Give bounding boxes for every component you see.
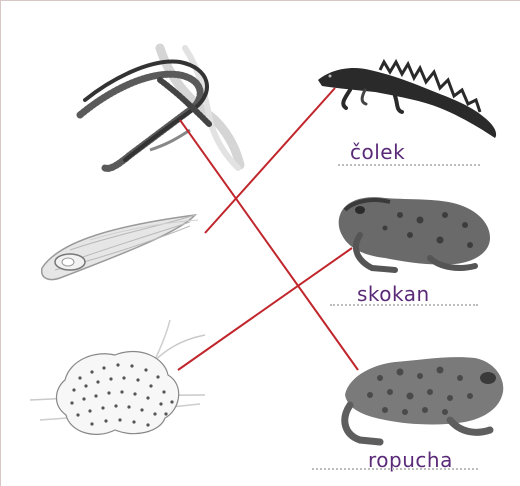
dotted-rule-frog xyxy=(330,304,478,306)
label-frog: skokan xyxy=(357,282,430,306)
dotted-rule-toad xyxy=(312,468,478,470)
label-newt: čolek xyxy=(350,140,405,164)
dotted-rule-newt xyxy=(338,164,480,166)
match-lines xyxy=(178,88,358,370)
frog-illustration xyxy=(339,197,490,270)
newt-illustration xyxy=(318,62,496,138)
match-line-strands-to-toad xyxy=(180,120,358,370)
match-line-clump-to-frog xyxy=(178,248,352,370)
egg-strands-illustration xyxy=(80,48,240,168)
egg-in-leaf-illustration xyxy=(42,215,198,280)
match-line-leaf-to-newt xyxy=(205,88,335,233)
toad-illustration xyxy=(345,357,503,442)
egg-clump-illustration xyxy=(30,320,205,434)
